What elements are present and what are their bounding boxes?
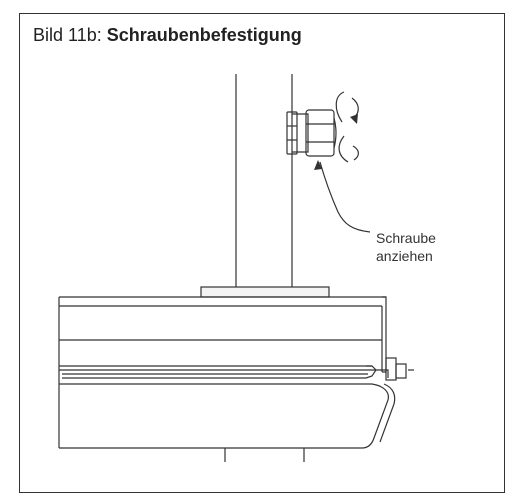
rotation-arrow	[335, 91, 359, 163]
callout-line2: anziehen	[376, 248, 433, 264]
figure-title-prefix: Bild 11b:	[33, 25, 107, 45]
beam-right-edge	[382, 296, 387, 373]
lower-housing	[59, 383, 396, 449]
figure-title-main: Schraubenbefestigung	[106, 25, 302, 45]
rail-flange	[59, 357, 414, 381]
technical-drawing	[58, 74, 414, 462]
nut-assembly	[286, 109, 337, 157]
callout-line1: Schraube	[376, 230, 436, 246]
figure-title: Bild 11b: Schraubenbefestigung	[33, 25, 302, 46]
leader-line	[319, 161, 371, 233]
callout-label: Schraube anziehen	[376, 229, 436, 265]
base-plate	[200, 286, 330, 298]
figure-frame	[19, 13, 505, 493]
